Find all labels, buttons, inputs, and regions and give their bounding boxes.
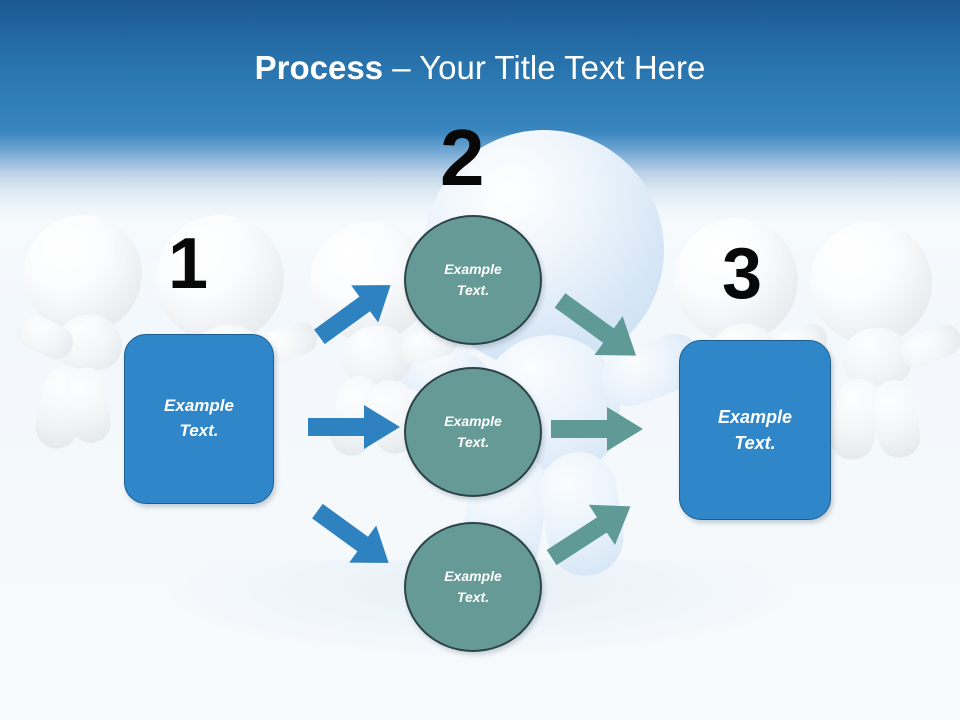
right-process-box-line2: Text. xyxy=(734,433,776,453)
step-number-3: 3 xyxy=(722,234,762,314)
top-process-circle-text: Example Text. xyxy=(444,259,502,301)
arrow-left-to-middle-circle xyxy=(306,402,402,452)
bottom-process-circle[interactable]: Example Text. xyxy=(404,522,542,652)
arrow-bottom-circle-to-right-box xyxy=(536,492,646,572)
middle-process-circle-text: Example Text. xyxy=(444,411,502,453)
left-process-box-line2: Text. xyxy=(179,421,219,440)
right-process-box-line1: Example xyxy=(717,406,793,427)
top-process-circle[interactable]: Example Text. xyxy=(404,215,542,345)
arrow-left-to-bottom-circle xyxy=(303,498,403,576)
left-process-box-line1: Example xyxy=(164,396,234,416)
right-process-box-text: Example Text. xyxy=(718,404,792,456)
bottom-process-circle-line1: Example xyxy=(444,568,502,584)
right-process-box[interactable]: Example Text. xyxy=(679,340,831,520)
arrow-middle-circle-to-right-box xyxy=(549,404,645,454)
page-title: Process – Your Title Text Here xyxy=(0,48,960,88)
top-process-circle-line1: Example xyxy=(444,261,502,277)
step-number-2: 2 xyxy=(440,113,484,202)
bottom-process-circle-text: Example Text. xyxy=(444,566,502,608)
top-process-circle-line2: Text. xyxy=(456,282,490,298)
middle-process-circle-line2: Text. xyxy=(456,434,490,450)
step-number-1: 1 xyxy=(168,224,208,304)
arrow-top-circle-to-right-box xyxy=(543,288,653,368)
arrow-left-to-top-circle xyxy=(305,272,405,350)
bottom-process-circle-line2: Text. xyxy=(456,589,490,605)
page-title-bold: Process xyxy=(254,49,384,86)
page-title-rest: – Your Title Text Here xyxy=(383,49,706,86)
middle-process-circle[interactable]: Example Text. xyxy=(404,367,542,497)
middle-process-circle-line1: Example xyxy=(444,413,502,429)
left-process-box[interactable]: Example Text. xyxy=(124,334,274,504)
left-process-box-text: Example Text. xyxy=(164,394,234,443)
